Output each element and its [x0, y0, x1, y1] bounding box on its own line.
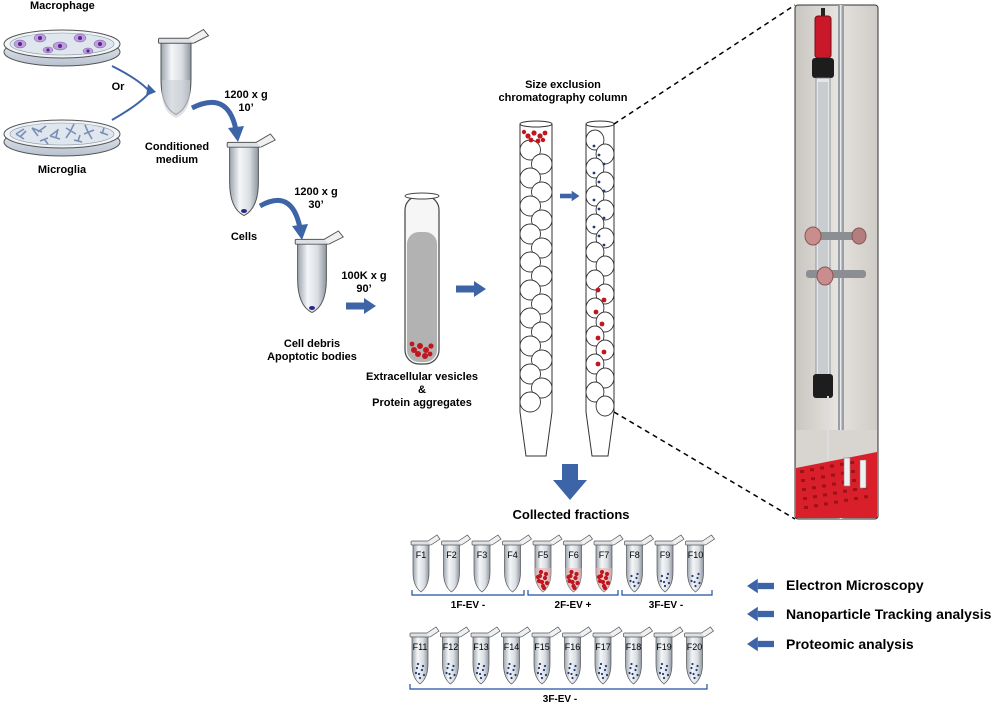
- fraction-tube-f17: [592, 626, 623, 685]
- group-brackets: [409, 590, 713, 690]
- fraction-tube-f5: [532, 534, 563, 593]
- fraction-tube-f16: [562, 626, 592, 685]
- fraction-label-f13: F13: [473, 642, 489, 652]
- group-label-4: 3F-EV -: [542, 694, 578, 705]
- tube-cells: [226, 133, 276, 217]
- fraction-label-f18: F18: [625, 642, 642, 652]
- fraction-tube-f6: [563, 534, 593, 593]
- fraction-label-f17: F17: [595, 642, 611, 652]
- analysis-nanoparticle-tracking: Nanoparticle Tracking analysis: [786, 606, 992, 622]
- arrow-to-ultracentrifuge: [346, 298, 376, 314]
- label-conditioned-medium: Conditioned medium: [144, 141, 210, 166]
- loaded-sample: [521, 129, 548, 144]
- label-spin-3: 100K x g 90’: [341, 270, 387, 295]
- fraction-label-f10: F10: [687, 550, 704, 560]
- column-photo: [794, 4, 879, 520]
- fraction-tube-f11: [409, 626, 440, 685]
- fraction-label-f3: F3: [476, 550, 488, 560]
- tube-conditioned-medium: [158, 29, 209, 118]
- analysis-electron-microscopy: Electron Microscopy: [786, 577, 924, 593]
- fraction-label-f9: F9: [659, 550, 671, 560]
- ultracentrifuge-tube: [404, 192, 440, 365]
- label-sec-column: Size exclusion chromatography column: [498, 79, 628, 104]
- label-spin-2: 1200 x g 30’: [294, 186, 338, 211]
- fraction-tube-f1: [410, 534, 441, 593]
- analysis-proteomic: Proteomic analysis: [786, 636, 914, 652]
- fraction-tube-f4: [502, 534, 532, 593]
- label-macrophage: Macrophage: [30, 0, 95, 12]
- analysis-arrow-3: [747, 636, 774, 652]
- group-label-1: 1F-EV -: [450, 600, 486, 611]
- group-label-2: 2F-EV +: [554, 600, 592, 611]
- fraction-tube-f10: [685, 534, 715, 593]
- fraction-label-f8: F8: [629, 550, 640, 560]
- fraction-tube-f14: [501, 626, 531, 685]
- fraction-tube-f8: [624, 534, 654, 593]
- fraction-label-f5: F5: [537, 550, 549, 560]
- analysis-arrow-2: [747, 606, 774, 622]
- fraction-label-f15: F15: [534, 642, 550, 652]
- fraction-label-f2: F2: [446, 550, 457, 560]
- tube-cell-debris: [294, 230, 344, 314]
- fraction-tube-f7: [593, 534, 624, 593]
- fraction-tube-f12: [440, 626, 470, 685]
- fraction-tube-f9: [654, 534, 685, 593]
- fraction-tube-f3: [471, 534, 502, 593]
- fraction-label-f12: F12: [442, 642, 459, 652]
- analysis-arrow-1: [747, 578, 774, 594]
- fraction-label-f16: F16: [564, 642, 581, 652]
- curved-arrow-2: [258, 197, 303, 229]
- label-spin-1: 1200 x g 10’: [224, 89, 268, 114]
- fraction-tube-f13: [470, 626, 501, 685]
- label-or: Or: [111, 81, 125, 93]
- fraction-label-f19: F19: [656, 642, 672, 652]
- fraction-label-f1: F1: [415, 550, 427, 560]
- fraction-label-f7: F7: [598, 550, 610, 560]
- arrow-to-fractions: [553, 464, 587, 500]
- label-collected-fractions: Collected fractions: [512, 507, 630, 522]
- fraction-label-f20: F20: [686, 642, 703, 652]
- fraction-label-f6: F6: [568, 550, 579, 560]
- group-label-3: 3F-EV -: [648, 600, 684, 611]
- fraction-tube-f2: [441, 534, 471, 593]
- fraction-label-f11: F11: [412, 642, 428, 652]
- fraction-label-f14: F14: [503, 642, 520, 652]
- curved-arrow-1: [190, 99, 239, 131]
- fraction-tube-f15: [531, 626, 562, 685]
- fraction-tube-f20: [684, 626, 714, 685]
- arrow-to-column: [456, 281, 486, 297]
- arrow-between-columns: [560, 190, 580, 202]
- fraction-tube-f18: [623, 626, 653, 685]
- label-ev-protein: Extracellular vesicles & Protein aggrega…: [366, 371, 478, 409]
- label-cells: Cells: [230, 231, 258, 243]
- label-microglia: Microglia: [37, 164, 87, 176]
- fraction-tube-f19: [653, 626, 684, 685]
- macrophage-dish: [3, 29, 121, 67]
- microglia-dish: [3, 119, 121, 157]
- fraction-label-f4: F4: [507, 550, 518, 560]
- label-cell-debris: Cell debris Apoptotic bodies: [267, 338, 357, 363]
